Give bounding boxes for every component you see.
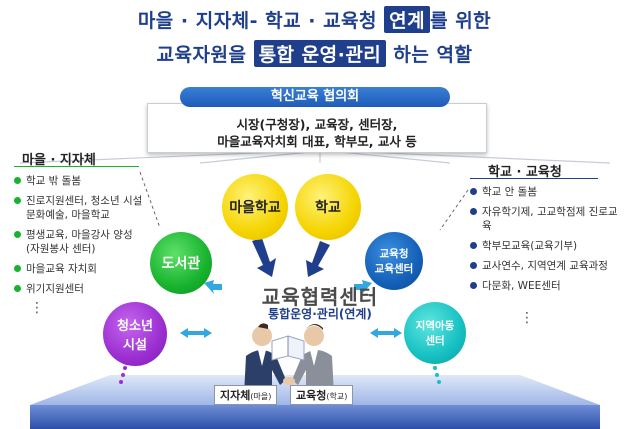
- arrow-edu-center: [354, 280, 372, 294]
- list-item: 평생교육, 마을강사 양성 (자원봉사 센터): [14, 228, 146, 256]
- tag-local-gov: 지자체(마을): [214, 385, 278, 405]
- list-item: 학교 안 돌봄: [470, 185, 622, 199]
- list-item: 학교 밖 돌봄: [14, 174, 146, 188]
- title-line1-pre: 마을 · 지자체- 학교 · 교육청: [137, 10, 378, 32]
- list-item: 다문화, WEE센터: [470, 279, 622, 293]
- right-panel-title: 학교 · 교육청: [488, 165, 562, 180]
- title-line2-pre: 교육자원을: [156, 44, 247, 66]
- council-members-box: 시장(구청장), 교육장, 센터장, 마을교육자치회 대표, 학부모, 교사 등: [147, 103, 487, 153]
- list-item: 진로지원센터, 청소년 시설 문화예술, 마을학교: [14, 194, 146, 222]
- node-youth-label-2: 시설: [123, 338, 147, 353]
- left-panel-list: 학교 밖 돌봄 진로지원센터, 청소년 시설 문화예술, 마을학교 평생교육, …: [14, 174, 146, 296]
- center-sub-label: 통합운영·관리(연계): [268, 307, 372, 321]
- list-item: 교사연수, 지역연계 교육과정: [470, 259, 622, 273]
- tag-edu-office: 교육청(학교): [290, 385, 354, 405]
- center-label: 교육협력센터: [261, 285, 379, 309]
- node-village-school: 마을학교: [222, 174, 288, 240]
- arrow-library: [204, 280, 222, 294]
- tag-local-gov-label: 지자체: [220, 389, 251, 402]
- node-library: 도서관: [150, 232, 212, 294]
- title-line2-post: 하는 역할: [393, 44, 473, 66]
- right-panel-rule: [470, 178, 598, 179]
- list-item: 학부모교육(교육기부): [470, 239, 622, 253]
- bullet-icon: [14, 265, 21, 272]
- left-panel-title: 마을 · 지자체: [22, 153, 96, 168]
- bullet-icon: [14, 285, 21, 292]
- bullet-icon: [14, 231, 21, 238]
- arrow-local-child: [370, 328, 402, 338]
- tag-edu-office-label: 교육청: [296, 389, 327, 402]
- small-arrows: [180, 280, 402, 338]
- youth-dots: [119, 366, 127, 384]
- title-line1-post: 를 위한: [430, 10, 492, 32]
- node-local-child-label-1: 지역아동: [415, 320, 455, 332]
- list-item: 위기지원센터: [14, 282, 146, 296]
- tag-local-gov-sub: (마을): [250, 392, 272, 401]
- node-library-label: 도서관: [161, 256, 201, 272]
- bullet-icon: [470, 262, 477, 269]
- right-panel-list: 학교 안 돌봄 자유학기제, 고교학점제 진로교육 학부모교육(교육기부) 교사…: [470, 185, 622, 293]
- council-fan-lines: [19, 150, 611, 164]
- floor-platform-front: [30, 405, 600, 429]
- left-panel-more: ⋮: [30, 300, 44, 316]
- title-line2-highlight: 통합 운영·관리: [253, 40, 387, 67]
- bullet-icon: [470, 208, 477, 215]
- handshake-figure: [244, 323, 334, 395]
- bullet-icon: [470, 188, 477, 195]
- bullet-icon: [470, 282, 477, 289]
- arrow-youth: [180, 328, 212, 338]
- tag-edu-office-sub: (학교): [326, 392, 348, 401]
- council-members-line1: 시장(구청장), 교육장, 센터장,: [236, 117, 398, 132]
- bullet-icon: [14, 177, 21, 184]
- bullet-icon: [14, 197, 21, 204]
- left-panel-rule: [14, 166, 139, 167]
- arrow-school: [306, 241, 330, 277]
- title-line-2: 교육자원을 통합 운영·관리 하는 역할: [0, 40, 629, 67]
- node-village-school-label: 마을학교: [229, 200, 281, 216]
- node-school: 학교: [295, 174, 361, 240]
- council-header: 혁신교육 협의회: [180, 87, 450, 107]
- local-child-dots: [433, 366, 441, 384]
- node-school-label: 학교: [315, 200, 341, 216]
- panel-dashed-lines: [139, 171, 469, 231]
- node-youth-label-1: 청소년: [117, 319, 153, 334]
- council-members-line2: 마을교육자치회 대표, 학부모, 교사 등: [217, 134, 417, 149]
- arrow-village-school: [252, 238, 276, 277]
- list-item: 마을교육 자치회: [14, 262, 146, 276]
- title-line1-highlight: 연계: [384, 6, 431, 33]
- node-edu-center-label-2: 교육센터: [374, 263, 414, 275]
- bullet-icon: [470, 242, 477, 249]
- node-local-child-label-2: 센터: [425, 335, 445, 347]
- list-item: 자유학기제, 고교학점제 진로교육: [470, 205, 622, 233]
- right-panel-more: ⋮: [520, 310, 534, 326]
- arrow-group: [252, 238, 330, 277]
- node-edu-center-label-1: 교육청: [379, 248, 409, 260]
